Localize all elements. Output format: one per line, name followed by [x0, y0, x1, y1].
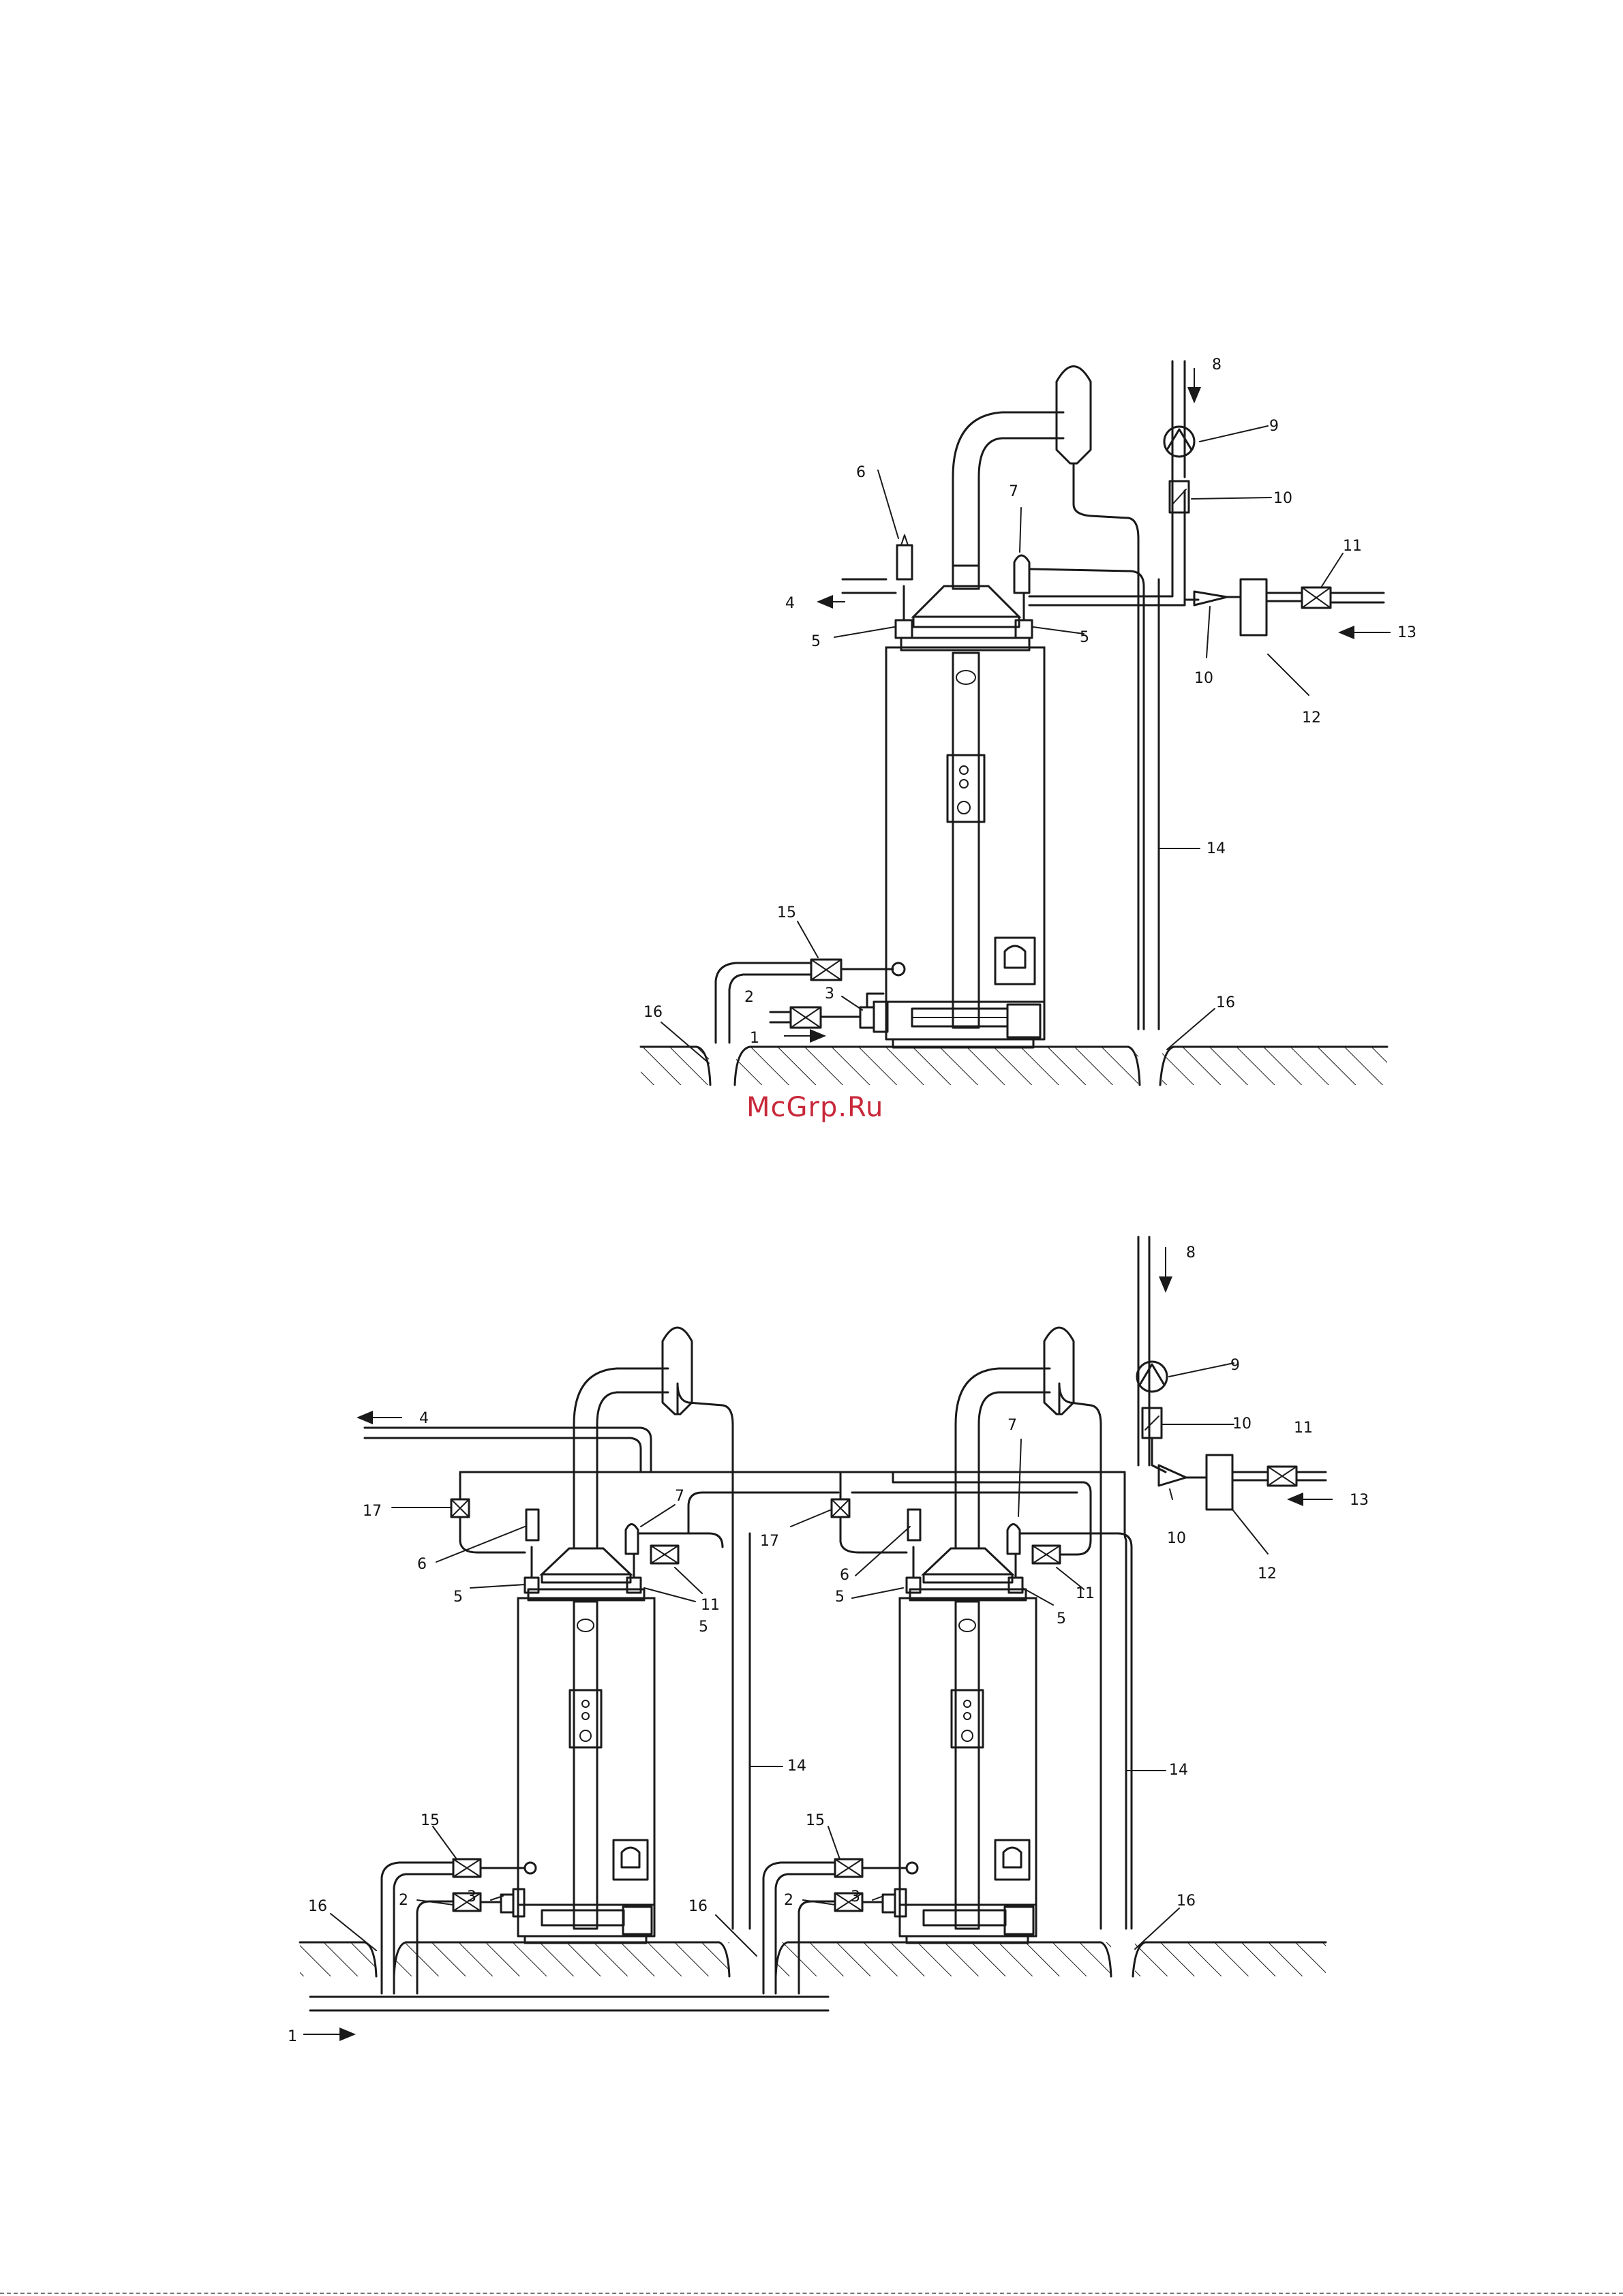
label-11a: 11 [701, 1597, 720, 1614]
label-6: 6 [856, 464, 866, 481]
label-5c: 5 [835, 1589, 845, 1606]
label-7a: 7 [675, 1488, 684, 1505]
label-11: 11 [1343, 538, 1362, 555]
diagram-single-heater: 1 2 3 4 5 5 6 7 8 9 10 10 11 12 13 14 15… [641, 356, 1416, 1085]
label-14: 14 [1207, 840, 1226, 857]
label-15: 15 [777, 904, 796, 921]
label-14a: 14 [787, 1758, 806, 1775]
label-17b: 17 [760, 1533, 779, 1550]
label-12: 12 [1302, 709, 1321, 726]
label-16b: 16 [688, 1898, 708, 1915]
labels-bottom: 1 2 2 3 3 4 5 5 5 5 6 6 7 7 8 9 10 10 11… [288, 1244, 1369, 2045]
leader-lines-bottom [331, 1363, 1268, 1956]
label-10b: 10 [1194, 670, 1213, 687]
label-12: 12 [1258, 1565, 1277, 1582]
label-5b: 5 [699, 1619, 708, 1636]
label-13: 13 [1397, 624, 1416, 641]
label-15a: 15 [421, 1812, 440, 1829]
label-14b: 14 [1169, 1762, 1188, 1779]
label-2b: 2 [784, 1892, 793, 1909]
label-5b: 5 [1080, 629, 1089, 646]
label-16c: 16 [1177, 1893, 1196, 1910]
floor-bottom [300, 1942, 1326, 2034]
label-4: 4 [785, 595, 795, 612]
floor [641, 1047, 1387, 1085]
label-9: 9 [1230, 1357, 1240, 1374]
watermark-text: McGrp.Ru [746, 1092, 883, 1123]
label-17a: 17 [363, 1503, 382, 1520]
label-4: 4 [419, 1410, 429, 1427]
label-6a: 6 [417, 1556, 427, 1573]
label-3: 3 [825, 985, 834, 1002]
label-10b: 10 [1167, 1530, 1186, 1547]
label-9: 9 [1269, 418, 1279, 435]
label-16a: 16 [308, 1898, 327, 1915]
label-2: 2 [744, 989, 754, 1006]
label-3b: 3 [851, 1888, 860, 1905]
label-16a: 16 [643, 1004, 663, 1021]
label-15b: 15 [806, 1812, 825, 1829]
label-5a: 5 [453, 1589, 463, 1606]
label-1: 1 [288, 2028, 297, 2045]
label-5a: 5 [811, 633, 821, 650]
water-heater [886, 367, 1159, 1048]
label-7b: 7 [1007, 1417, 1017, 1434]
label-6b: 6 [840, 1567, 849, 1584]
water-heater-b [763, 1328, 1132, 1993]
label-5d: 5 [1057, 1610, 1066, 1627]
label-10a: 10 [1273, 490, 1292, 507]
label-8: 8 [1186, 1244, 1196, 1261]
label-11c: 11 [1294, 1420, 1313, 1437]
label-10a: 10 [1232, 1415, 1252, 1433]
diagram-dual-heater: 1 2 2 3 3 4 5 5 5 5 6 6 7 7 8 9 10 10 11… [288, 1237, 1369, 2045]
label-11b: 11 [1076, 1585, 1095, 1602]
label-16b: 16 [1216, 994, 1235, 1011]
label-8: 8 [1212, 356, 1222, 373]
page-bottom-edge [0, 2293, 1623, 2294]
label-7: 7 [1009, 483, 1018, 500]
label-3a: 3 [467, 1888, 476, 1905]
label-2a: 2 [399, 1892, 408, 1909]
label-1: 1 [750, 1030, 759, 1047]
label-13: 13 [1350, 1492, 1369, 1509]
header-piping [358, 1418, 1125, 1552]
cold-water-line-bottom [1125, 1237, 1333, 1929]
